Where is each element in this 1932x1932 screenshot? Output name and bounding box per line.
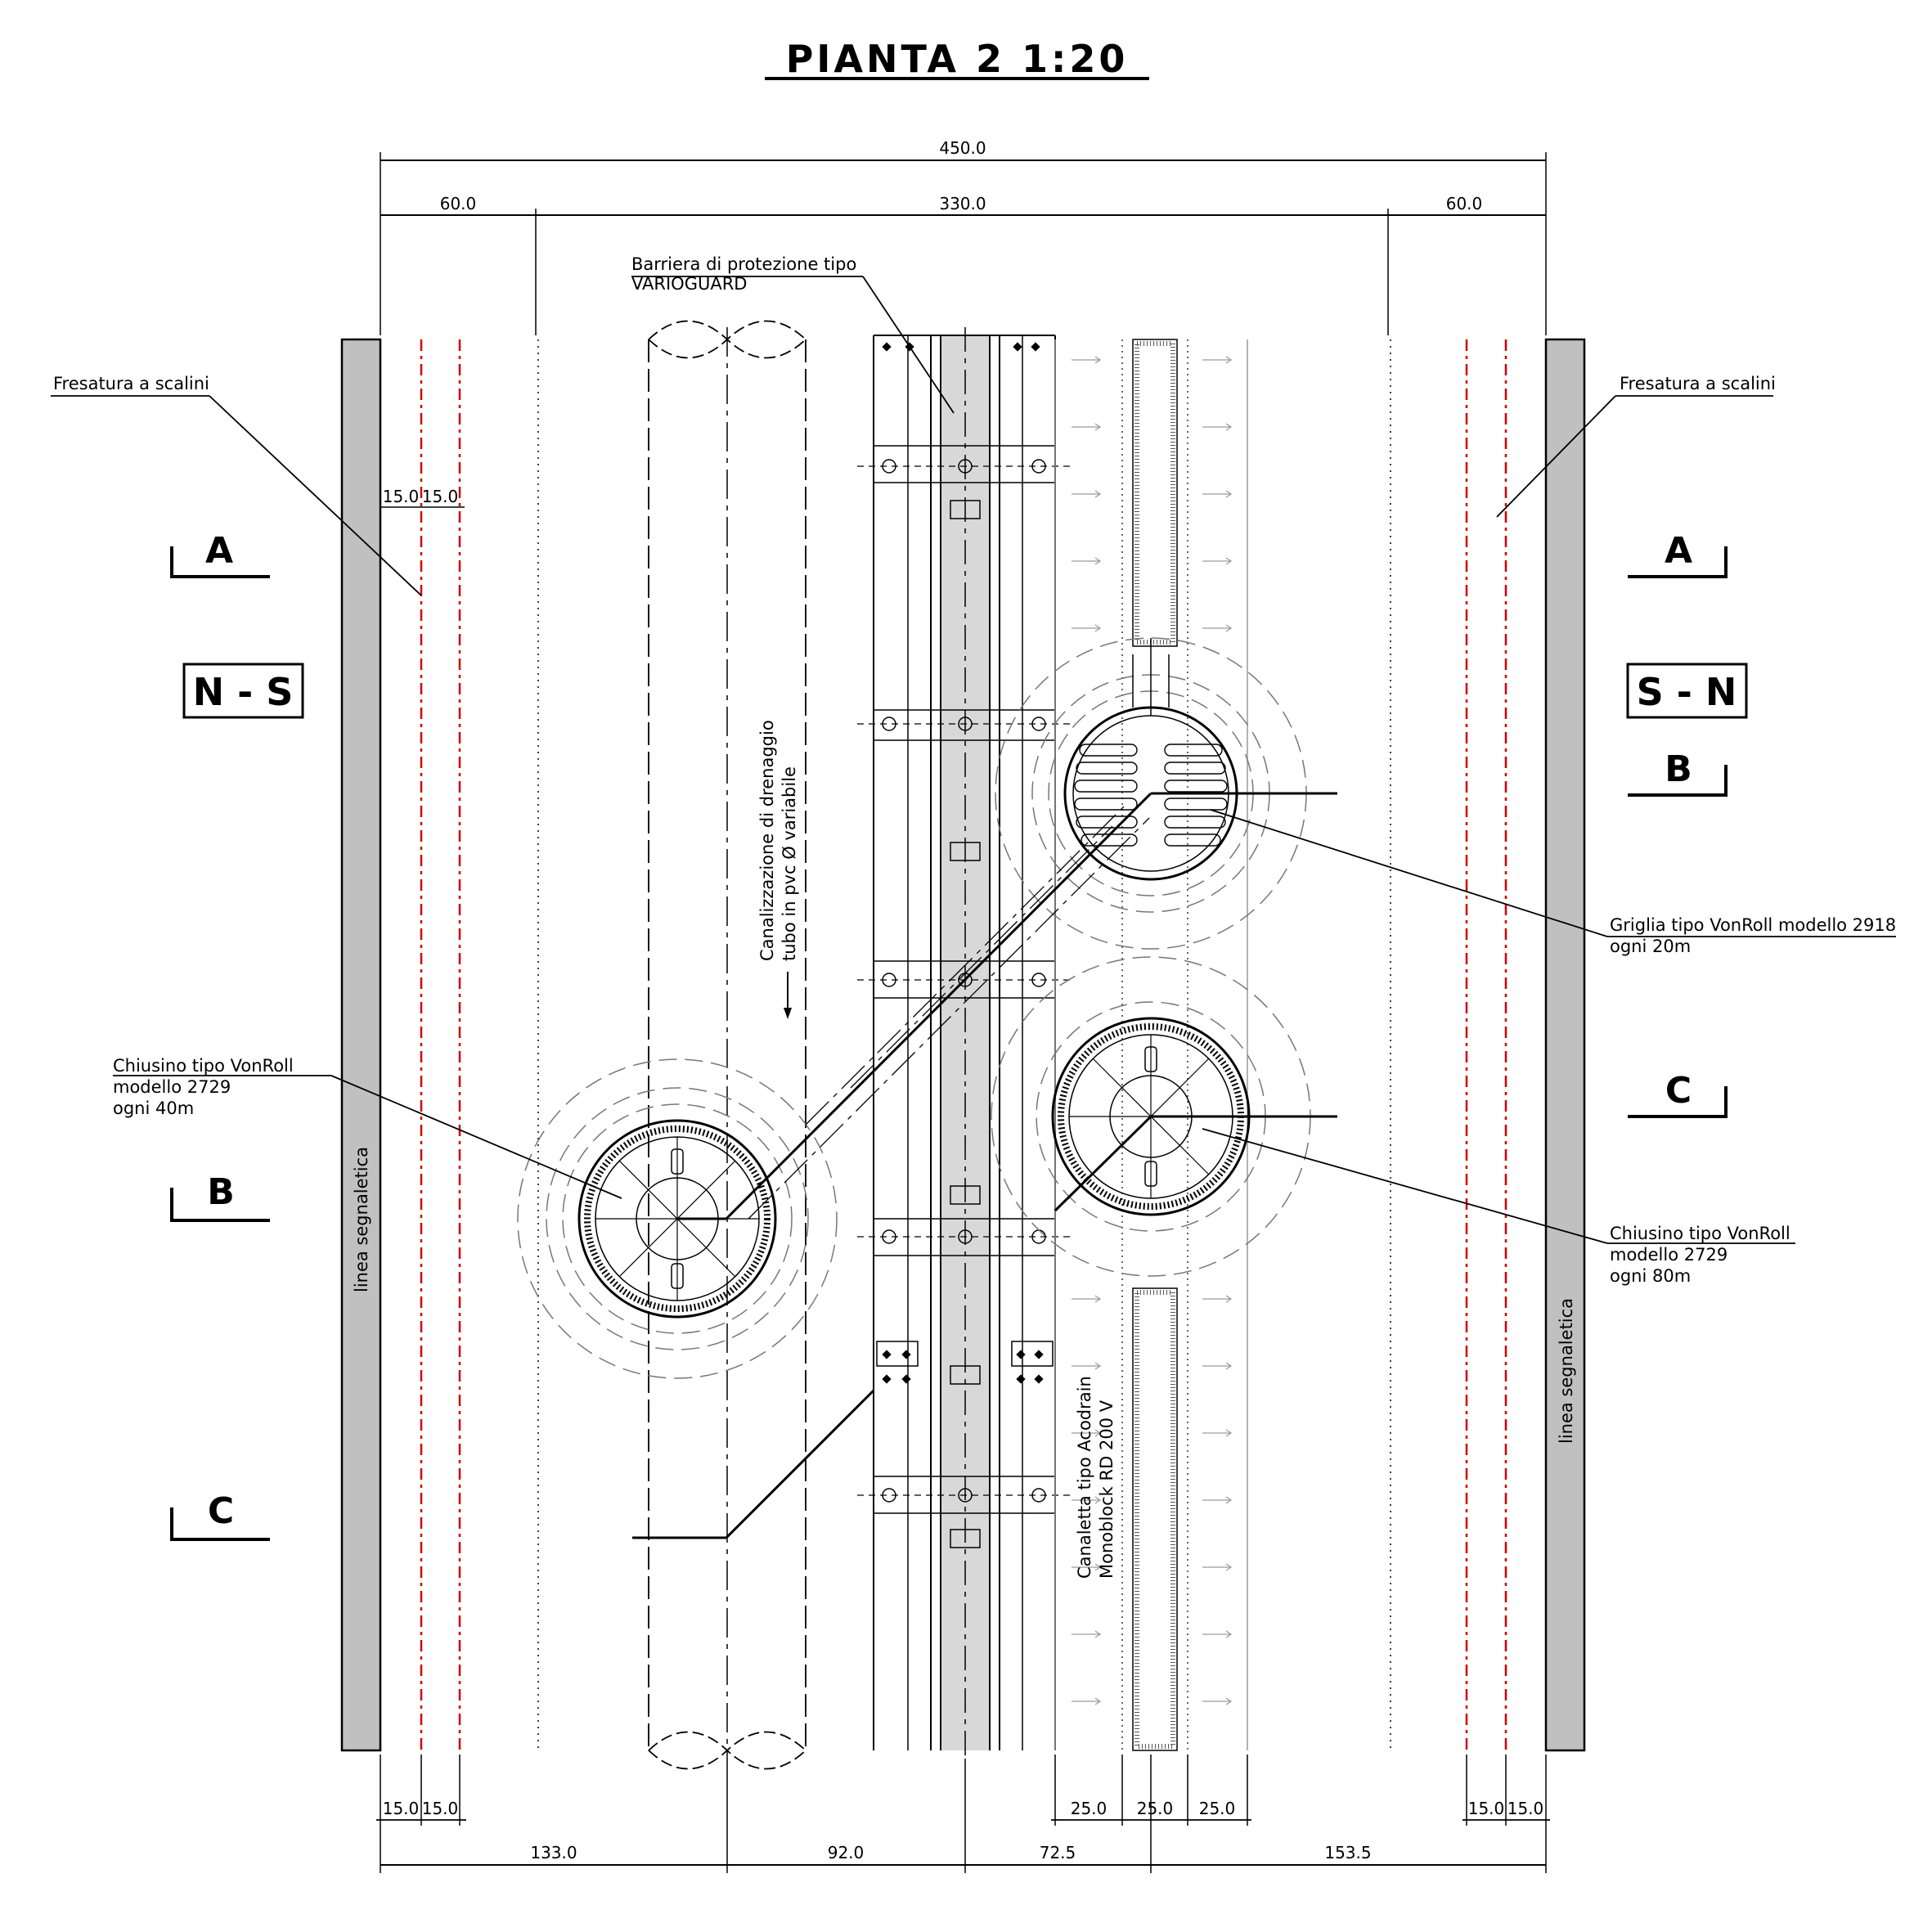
- signage-strips: linea segnaletica linea segnaletica: [340, 338, 1586, 1752]
- dim-330: 330.0: [939, 194, 986, 213]
- fresatura-left-label: Fresatura a scalini: [53, 374, 209, 393]
- griglia-label-1: Griglia tipo VonRoll modello 2918: [1610, 915, 1896, 935]
- top-dimensions: 450.0 60.0 330.0 60.0 15.0 15.0: [376, 138, 1547, 508]
- dim-bottom-25-b: 25.0: [1137, 1799, 1174, 1818]
- section-c-left: C: [208, 1490, 234, 1532]
- dim-bottom-72: 72.5: [1040, 1843, 1076, 1862]
- section-a-left: A: [205, 530, 233, 572]
- canalizzazione-label-1: Canalizzazione di drenaggio: [757, 720, 777, 961]
- drain-pipe: Canalizzazione di drenaggio tubo in pvc …: [648, 320, 806, 1770]
- canalizzazione-label-2: tubo in pvc Ø variabile: [780, 766, 799, 961]
- dim-450: 450.0: [939, 138, 986, 158]
- varioguard-barrier: Barriera di protezione tipo VARIOGUARD: [631, 254, 1072, 1759]
- griglia-label-2: ogni 20m: [1610, 937, 1691, 956]
- dim-bottom-25-c: 25.0: [1199, 1799, 1236, 1818]
- direction-left: N - S: [193, 670, 294, 714]
- section-a-right: A: [1665, 530, 1692, 572]
- plan-title: PIANTA 2 1:20: [786, 37, 1129, 81]
- barriera-label-1: Barriera di protezione tipo: [631, 254, 856, 274]
- dim-60-left: 60.0: [440, 194, 477, 213]
- chiusino-left-label-3: ogni 40m: [113, 1099, 194, 1118]
- chiusino-right-label-2: modello 2729: [1610, 1245, 1728, 1265]
- canaletta-label-2: Monoblock RD 200 V: [1097, 1400, 1117, 1579]
- dim-bottom-15-c: 15.0: [1468, 1799, 1505, 1818]
- dim-bottom-15-b: 15.0: [422, 1799, 459, 1818]
- barriera-label-2: VARIOGUARD: [631, 274, 747, 294]
- chiusino-left-label-1: Chiusino tipo VonRoll: [113, 1056, 294, 1076]
- section-markers: A B C A B C: [170, 530, 1728, 1541]
- griglia-vonroll-2918: Griglia tipo VonRoll modello 2918 ogni 2…: [995, 637, 1896, 956]
- chiusino-left-label-2: modello 2729: [113, 1077, 231, 1097]
- direction-boxes: N - S S - N: [182, 663, 1748, 719]
- section-c-right: C: [1665, 1070, 1692, 1112]
- dim-bottom-92: 92.0: [828, 1843, 865, 1862]
- bottom-dimensions: 15.0 15.0 25.0 25.0 25.0 15.0 15.0 133.0…: [376, 1755, 1550, 1873]
- fresatura-right-label: Fresatura a scalini: [1620, 374, 1776, 393]
- red-marking-lines: [420, 339, 1507, 1750]
- acodrain-channel: Canaletta tipo Acodrain Monoblock RD 200…: [1054, 339, 1248, 1751]
- chiusino-right-label-3: ogni 80m: [1610, 1266, 1691, 1286]
- connection-pipes: [632, 792, 1152, 1539]
- section-b-left: B: [207, 1171, 235, 1213]
- fresatura-callouts: Fresatura a scalini Fresatura a scalini: [51, 374, 1776, 596]
- dim-60-right: 60.0: [1446, 194, 1483, 213]
- dim-bottom-15-a: 15.0: [383, 1799, 420, 1818]
- chiusino-right-label-1: Chiusino tipo VonRoll: [1610, 1224, 1790, 1243]
- dim-bottom-133: 133.0: [530, 1843, 577, 1862]
- dim-bottom-15-d: 15.0: [1507, 1799, 1544, 1818]
- canaletta-label-1: Canaletta tipo Acodrain: [1075, 1376, 1094, 1579]
- section-b-right: B: [1665, 748, 1692, 790]
- dim-bottom-153: 153.5: [1324, 1843, 1371, 1862]
- linea-segnaletica-left: linea segnaletica: [352, 1147, 371, 1292]
- chiusino-left: Chiusino tipo VonRoll modello 2729 ogni …: [113, 1056, 838, 1379]
- chiusino-right: Chiusino tipo VonRoll modello 2729 ogni …: [991, 956, 1795, 1286]
- dim-15-a: 15.0: [383, 487, 420, 506]
- dim-15-b: 15.0: [422, 487, 459, 506]
- direction-right: S - N: [1637, 670, 1737, 714]
- linea-segnaletica-right: linea segnaletica: [1557, 1298, 1576, 1444]
- dim-bottom-25-a: 25.0: [1071, 1799, 1108, 1818]
